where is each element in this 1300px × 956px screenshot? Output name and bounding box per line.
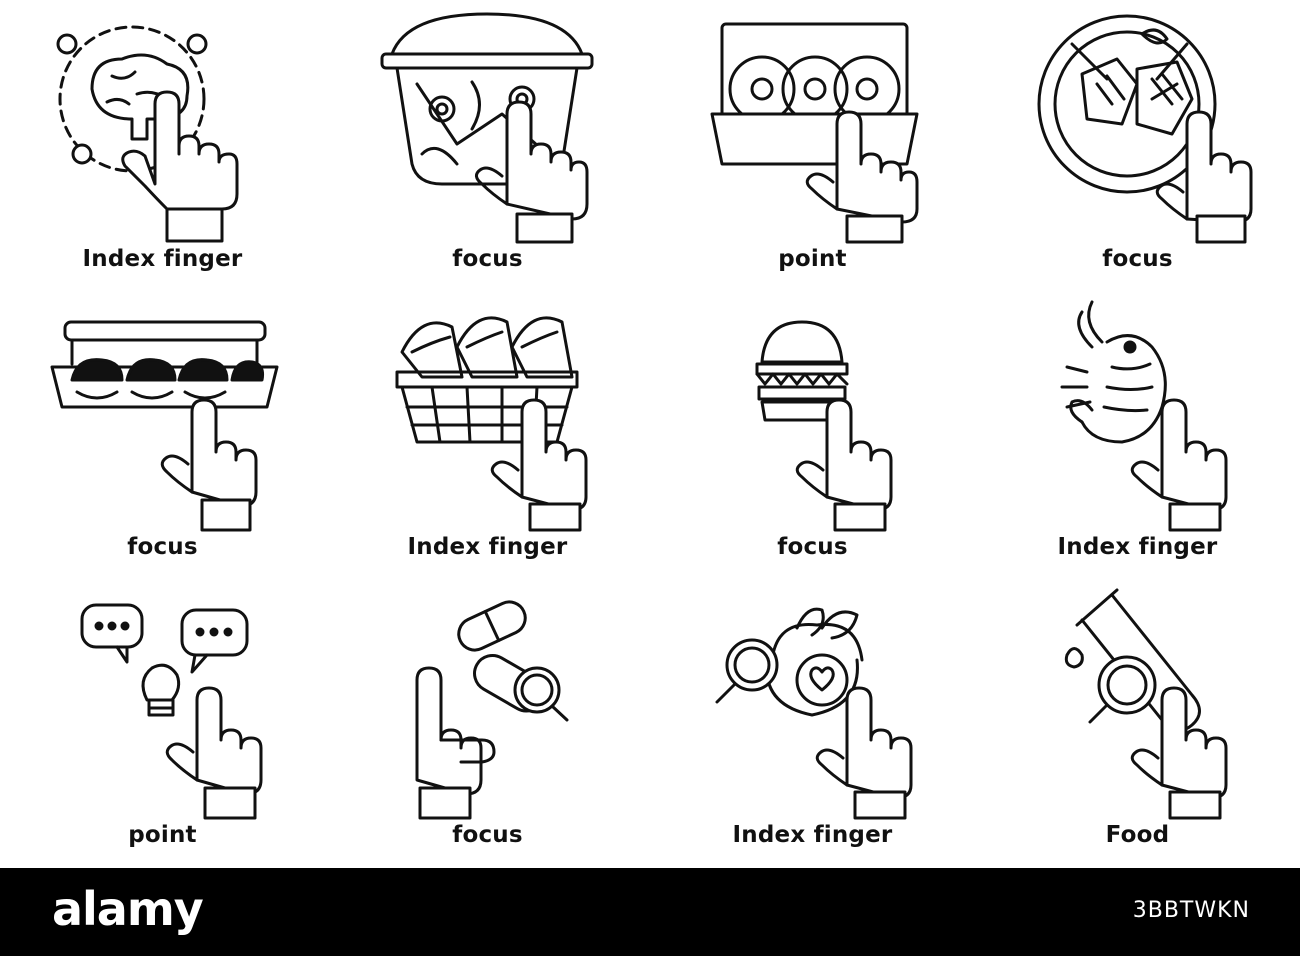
icon-cell-12: Food [975, 576, 1300, 864]
icon-label: Index finger [1057, 534, 1218, 560]
icon-cell-3: point [650, 0, 975, 288]
icon-label: focus [452, 246, 523, 272]
icon-cell-5: focus [0, 288, 325, 576]
test-tube-search-icon [1064, 588, 1228, 820]
icon-cell-11: Index finger [650, 576, 975, 864]
icon-label: focus [452, 822, 523, 848]
shrimp-icon [1060, 300, 1228, 532]
icon-label: focus [777, 534, 848, 560]
icon-cell-9: point [0, 576, 325, 864]
stock-id: 3BBTWKN [1132, 898, 1250, 923]
icon-cell-8: Index finger [975, 288, 1300, 576]
icon-sheet: Index finger focus [0, 0, 1300, 864]
icon-cell-4: focus [975, 0, 1300, 288]
icon-label: Index finger [82, 246, 243, 272]
icon-label: focus [127, 534, 198, 560]
icon-cell-10: focus [325, 576, 650, 864]
burger-icon [755, 320, 893, 532]
icon-cell-7: focus [650, 288, 975, 576]
icon-label: focus [1102, 246, 1173, 272]
icon-cell-1: Index finger [0, 0, 325, 288]
icon-cell-6: Index finger [325, 288, 650, 576]
burrito-basket-icon [395, 316, 588, 532]
icon-label: point [128, 822, 197, 848]
steak-plate-icon [1037, 14, 1253, 244]
donut-box-icon [710, 22, 919, 244]
salad-pot-icon [380, 12, 594, 244]
food-container-icon [50, 320, 279, 532]
icon-label: point [778, 246, 847, 272]
idea-chat-icon [80, 603, 263, 820]
capsule-search-icon [415, 600, 569, 820]
icon-label: Index finger [407, 534, 568, 560]
healthy-food-search-icon [715, 607, 913, 820]
icon-label: Index finger [732, 822, 893, 848]
brain-icon [56, 25, 239, 243]
brand-logo: alamy [52, 882, 204, 936]
icon-cell-2: focus [325, 0, 650, 288]
icon-label: Food [1105, 822, 1170, 848]
watermark-footer: alamy 3BBTWKN [0, 868, 1300, 956]
